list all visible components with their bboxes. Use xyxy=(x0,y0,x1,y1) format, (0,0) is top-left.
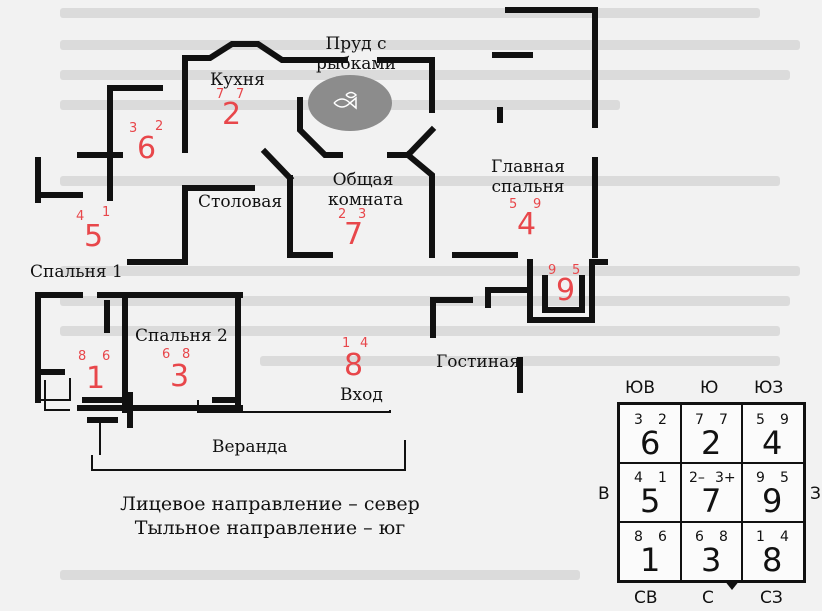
grid-cell-center: 2– 3+ 7 xyxy=(689,470,736,520)
wall xyxy=(387,125,437,158)
wall xyxy=(197,400,391,413)
grid-cell-se: 3 2 6 xyxy=(634,412,667,462)
fish-icon xyxy=(333,91,358,110)
grid-cell-sw: 5 9 4 xyxy=(756,412,789,462)
dir-top-left: ЮВ xyxy=(625,378,656,398)
wall xyxy=(44,380,70,411)
room-entrance: Вход xyxy=(340,385,383,405)
grid-cell-e: 4 1 5 xyxy=(634,470,667,520)
room-veranda: Веранда xyxy=(212,437,288,457)
dir-bottom-left: СВ xyxy=(634,588,658,608)
grid-cell-w: 9 5 9 xyxy=(756,470,789,520)
flying-star-grid: 3 2 6 7 7 2 5 9 4 4 1 5 2– 3+ 7 9 5 9 8 … xyxy=(617,402,806,583)
caption-back: Тыльное направление – юг xyxy=(134,517,406,539)
dir-bottom: С xyxy=(702,588,714,608)
grid-lines xyxy=(620,405,803,580)
wall xyxy=(40,378,71,401)
room-kitchen: Кухня xyxy=(210,70,265,90)
room-living: Гостиная xyxy=(436,352,520,372)
dir-bottom-right: СЗ xyxy=(760,588,783,608)
wall xyxy=(182,41,301,81)
wall xyxy=(297,97,343,158)
grid-cell-ne: 8 6 1 xyxy=(634,529,667,579)
caption-front: Лицевое направление – север xyxy=(120,493,420,515)
dir-left: В xyxy=(598,484,610,504)
dir-top-right: ЮЗ xyxy=(754,378,784,398)
room-common: Общая комната xyxy=(328,170,404,210)
wall xyxy=(542,275,585,313)
room-dining: Столовая xyxy=(198,192,283,212)
dir-top: Ю xyxy=(700,378,719,398)
grid-cell-n: 6 8 3 xyxy=(695,529,728,579)
wall xyxy=(260,147,295,183)
wall xyxy=(403,150,435,258)
room-bedroom1: Спальня 1 xyxy=(30,262,123,282)
room-pond: Пруд с рыбками xyxy=(316,34,396,74)
grid-cell-s: 7 7 2 xyxy=(695,412,728,462)
north-marker-icon xyxy=(724,580,740,590)
grid-cell-nw: 1 4 8 xyxy=(756,529,789,579)
dir-right: З xyxy=(810,484,821,504)
wall xyxy=(91,440,406,471)
room-master: Главная спальня xyxy=(491,157,565,197)
room-bedroom2: Спальня 2 xyxy=(135,326,228,346)
